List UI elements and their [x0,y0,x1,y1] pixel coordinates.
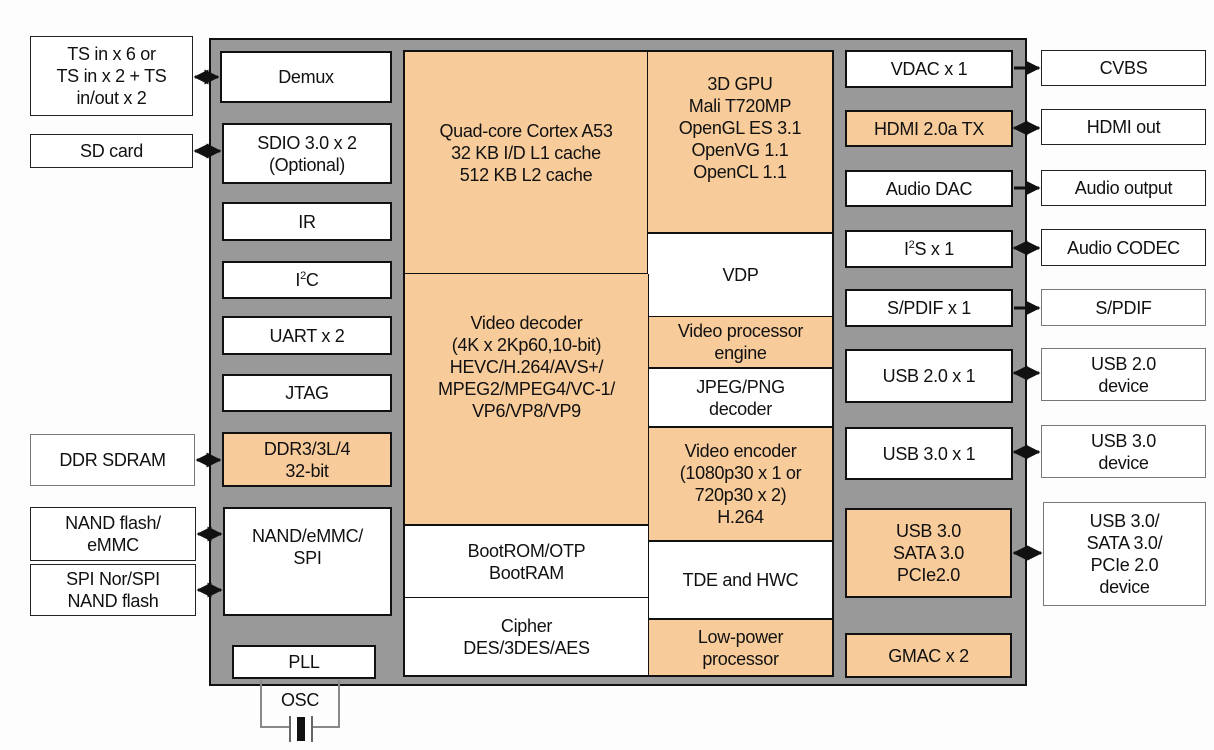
block-ddr-controller: DDR3/3L/4 32-bit [222,432,392,487]
ext-ts-input: TS in x 6 or TS in x 2 + TS in/out x 2 [30,36,193,116]
block-jtag: JTAG [222,374,392,412]
block-uart: UART x 2 [222,316,392,355]
i2c-label: I2C [295,270,319,290]
block-vdp: VDP [649,234,832,317]
ext-sd-card: SD card [30,134,193,168]
block-cpu: Quad-core Cortex A53 32 KB I/D L1 cache … [405,52,648,274]
osc-crystal-body [297,717,305,741]
ext-spi-flash: SPI Nor/SPI NAND flash [30,564,196,616]
ext-usb3-device: USB 3.0 device [1041,425,1206,478]
block-gmac: GMAC x 2 [845,633,1012,678]
block-cipher: Cipher DES/3DES/AES [405,598,649,675]
block-tde-hwc: TDE and HWC [649,542,832,620]
ext-hdmi-out: HDMI out [1041,109,1206,145]
ext-audio-codec: Audio CODEC [1041,229,1206,266]
block-jpeg-decoder: JPEG/PNG decoder [649,369,832,428]
block-audio-dac: Audio DAC [845,170,1013,207]
block-video-processor: Video processor engine [649,317,832,369]
ext-cvbs: CVBS [1041,50,1206,86]
ext-usb2-device: USB 2.0 device [1041,348,1206,401]
block-usb2: USB 2.0 x 1 [845,349,1013,403]
core-complex: Quad-core Cortex A53 32 KB I/D L1 cache … [403,50,834,677]
block-spdif: S/PDIF x 1 [845,289,1013,327]
ext-combo-device: USB 3.0/ SATA 3.0/ PCIe 2.0 device [1043,502,1206,606]
block-hdmi-tx: HDMI 2.0a TX [845,110,1013,147]
block-bootrom: BootROM/OTP BootRAM [405,526,649,598]
ext-audio-output: Audio output [1041,170,1206,206]
osc-crystal-icon [260,680,340,742]
block-low-power-processor: Low-power processor [649,620,832,675]
block-video-encoder: Video encoder (1080p30 x 1 or 720p30 x 2… [649,428,832,542]
block-usb-sata-pcie: USB 3.0 SATA 3.0 PCIe2.0 [845,508,1012,598]
block-vdac: VDAC x 1 [845,50,1013,88]
block-pll: PLL [232,645,376,679]
block-demux: Demux [220,51,392,103]
block-gpu: 3D GPU Mali T720MP OpenGL ES 3.1 OpenVG … [648,52,832,234]
ext-nand-flash: NAND flash/ eMMC [30,507,196,561]
osc-label: OSC [280,690,320,710]
block-ir: IR [222,202,392,241]
block-nand-controller: NAND/eMMC/ SPI [223,507,392,616]
ext-ddr-sdram: DDR SDRAM [30,434,195,486]
block-video-decoder: Video decoder (4K x 2Kp60,10-bit) HEVC/H… [405,274,649,526]
block-sdio: SDIO 3.0 x 2 (Optional) [222,123,392,184]
block-i2c: I2C [222,261,392,299]
block-usb3: USB 3.0 x 1 [845,427,1013,480]
block-i2s: I2S x 1 [845,230,1013,268]
i2s-label: I2S x 1 [903,239,955,259]
ext-spdif: S/PDIF [1041,289,1206,326]
